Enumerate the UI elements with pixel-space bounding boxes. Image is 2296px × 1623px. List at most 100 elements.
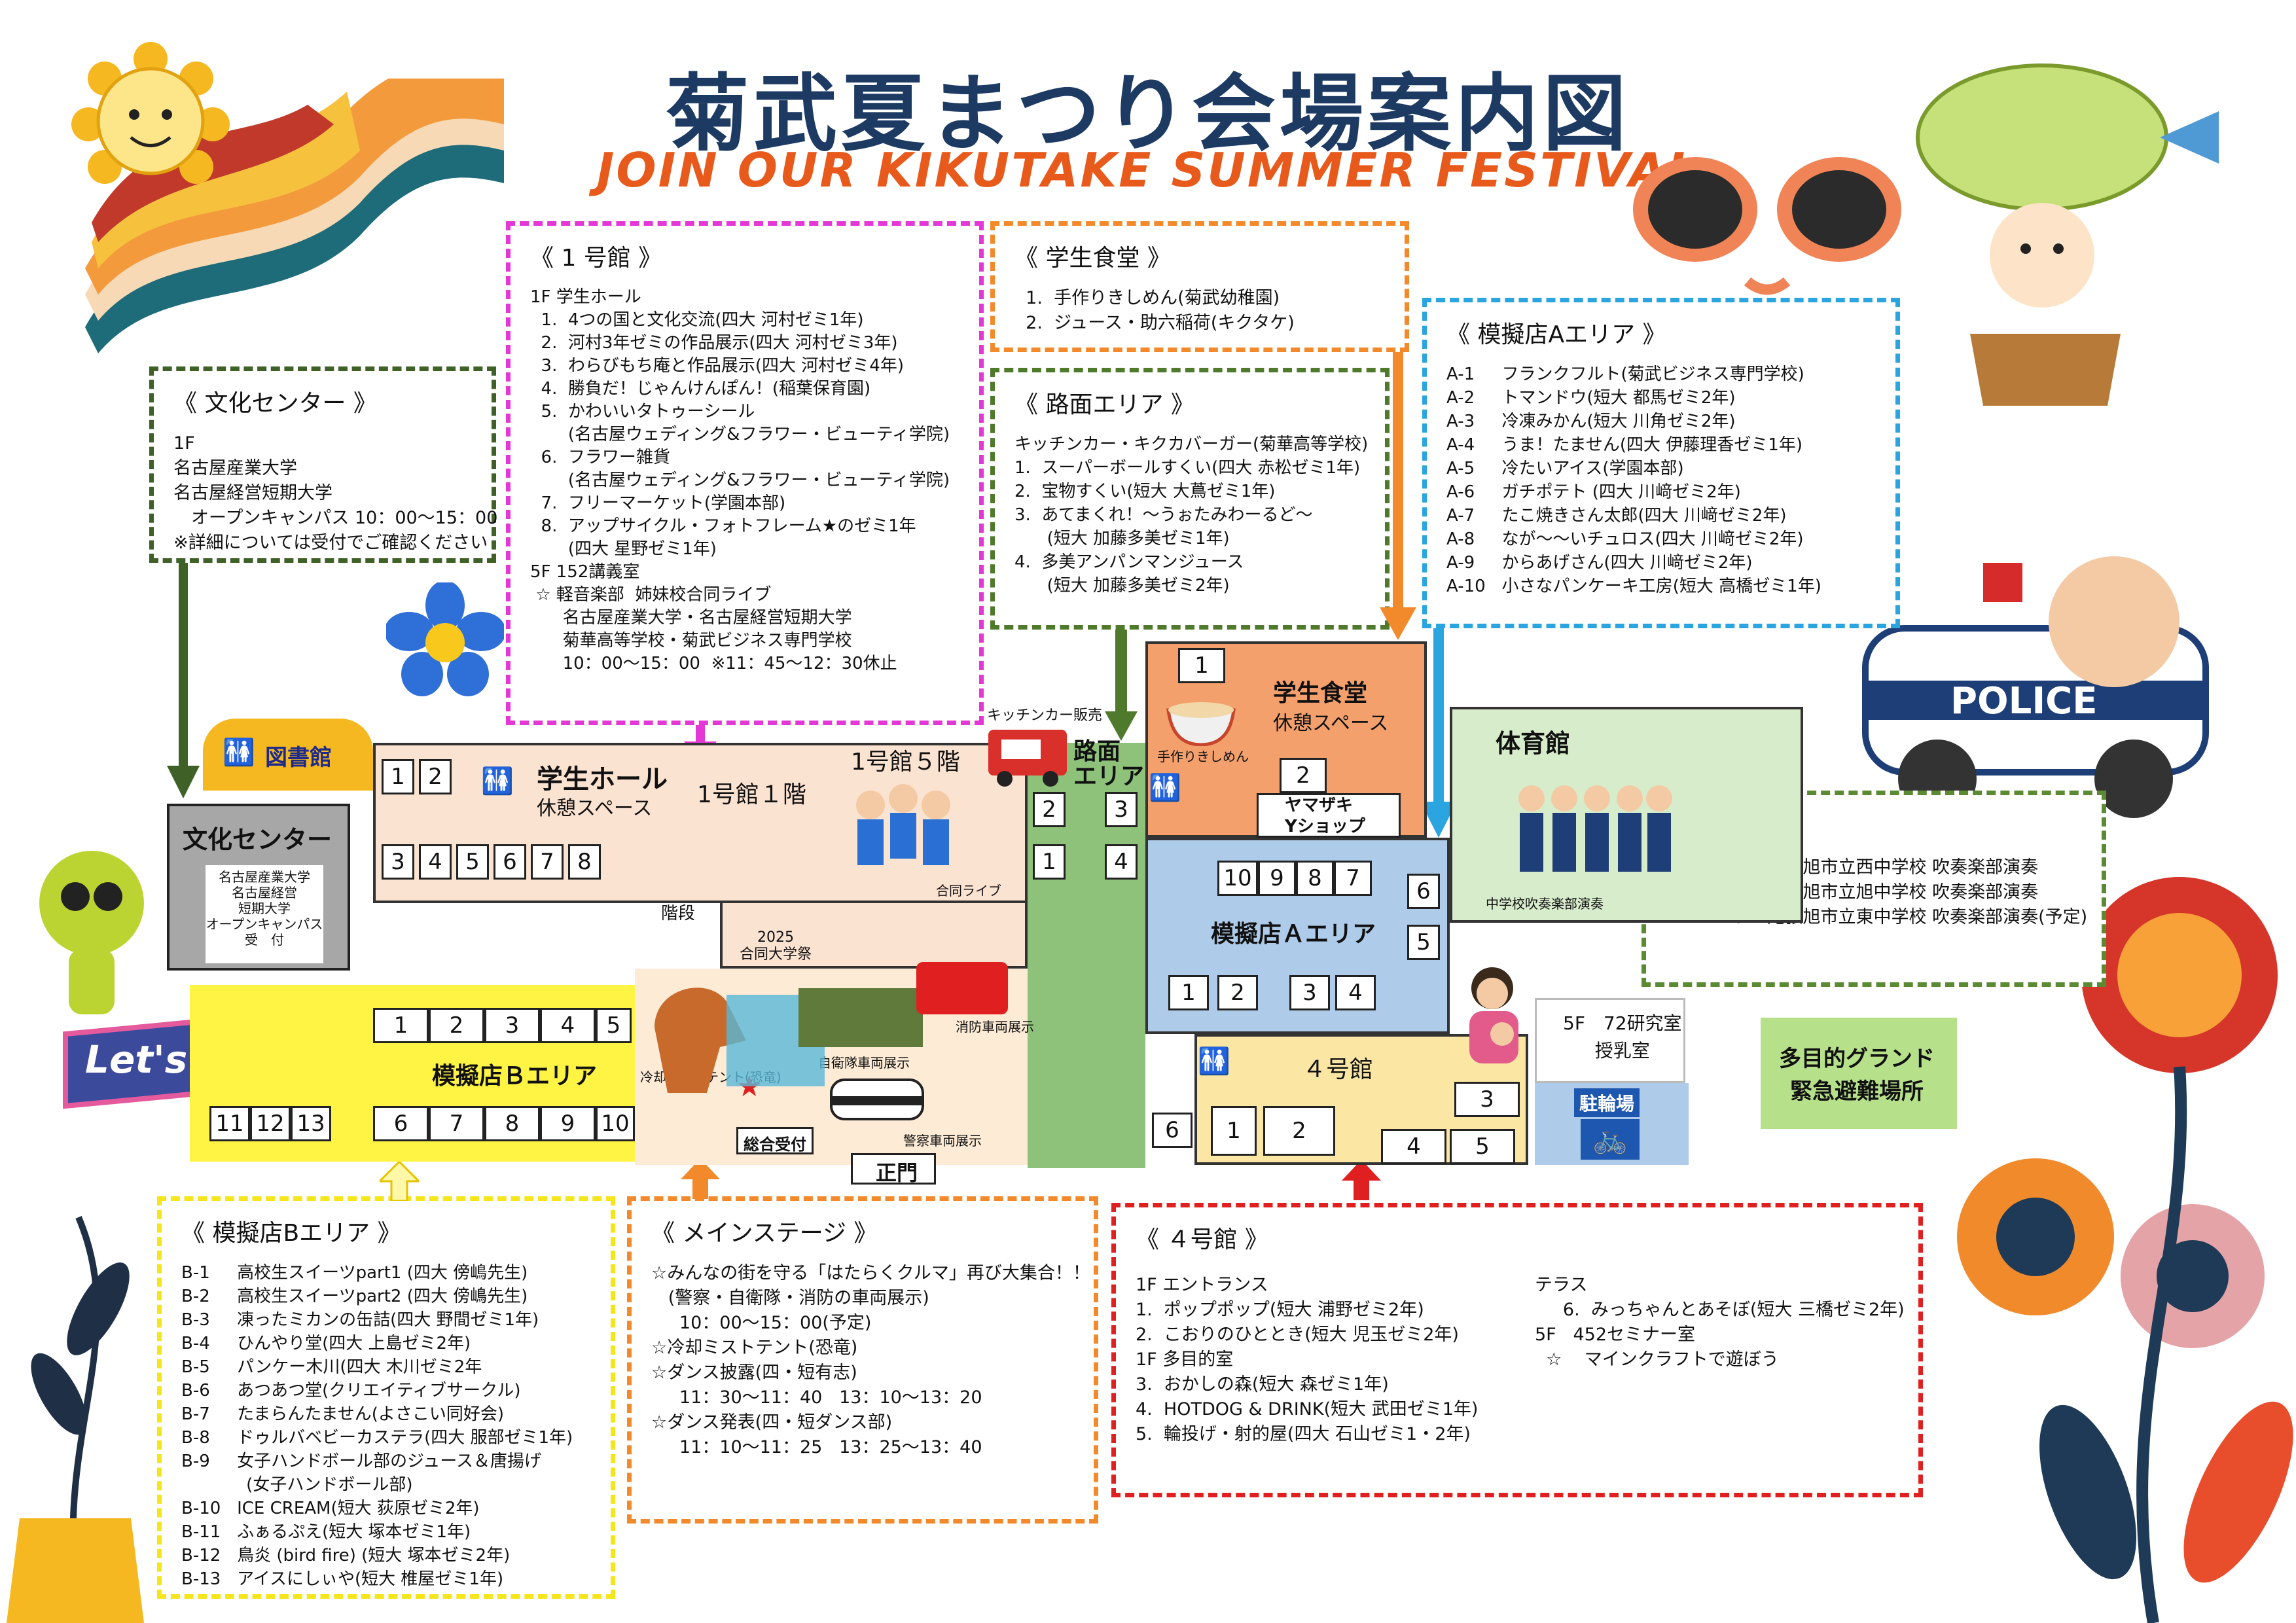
box-line: ☆みんなの街を守る「はたらくクルマ」再び大集合！！ <box>651 1263 1090 1283</box>
yamazaki-shop: ヤマザキ Yショップ <box>1257 793 1401 838</box>
sunflower-mascot-icon <box>71 42 230 184</box>
booth-a-1: 1 <box>1168 975 1209 1010</box>
box-line: B-7 たまらんたません(よさこい同好会) <box>181 1404 505 1424</box>
booth-4-1: 1 <box>1211 1106 1257 1156</box>
box-line: A-2 トマンドウ(短大 都馬ゼミ2年) <box>1446 388 1736 408</box>
box-heading: 《 学生食堂 》 <box>1014 245 1171 272</box>
booth-b-7: 7 <box>429 1106 484 1141</box>
booth-a-5: 5 <box>1407 925 1440 960</box>
box-line: 5F 152講義室 <box>530 562 640 582</box>
booth-1-4: 4 <box>419 844 452 880</box>
vehicles-illustration <box>655 962 1008 1120</box>
booth-a-2: 2 <box>1217 975 1258 1010</box>
library-label: 図書館 <box>265 745 332 771</box>
fire-vehicle-label: 消防車両展示 <box>956 1019 1034 1035</box>
box-heading: 《 路面エリア 》 <box>1014 391 1194 418</box>
box-line: 3. わらびもち庵と作品展示(四大 河村ゼミ4年) <box>530 356 904 376</box>
alien-mascot-icon <box>39 851 144 1014</box>
building-4-label: ４号館 <box>1302 1056 1374 1083</box>
box-line: 10：00～15：00 ※11：45～12：30休止 <box>530 654 897 673</box>
box-line: 11：30～11：40 13：10～13：20 <box>651 1387 982 1408</box>
box-line: オープンキャンパス 10：00～15：00 <box>173 508 498 528</box>
booth-b-9: 9 <box>540 1106 596 1141</box>
noodle-bowl-icon <box>1166 702 1236 746</box>
area-b-label: 模擬店Ｂエリア <box>432 1063 598 1090</box>
booth-1-5: 5 <box>456 844 489 880</box>
police-sign-text: POLICE <box>1950 680 2098 722</box>
yamazaki-label: ヤマザキ Yショップ <box>1285 796 1365 836</box>
box-line: B-11 ふぁるぷえ(短大 塚本ゼミ1年) <box>181 1522 471 1542</box>
area-a-label: 模擬店Ａエリア <box>1211 921 1376 948</box>
arrow-down-icon <box>1420 628 1457 838</box>
bldg4-right-column: テラス 6. みっちゃんとあそぼ(短大 三橋ゼミ2年) 5F 452セミナー室 … <box>1535 1273 1905 1372</box>
box-line: 2. 河村3年ゼミの作品展示(四大 河村ゼミ3年) <box>530 333 898 353</box>
box-line: ☆ダンス発表(四・短ダンス部) <box>651 1412 893 1433</box>
box-line: 8. アップサイクル・フォトフレーム★のゼミ1年 <box>530 516 916 536</box>
box-road-area: 《 路面エリア 》 キッチンカー・キクカバーガー(菊華高等学校) 1. スーパー… <box>990 368 1390 630</box>
sdf-vehicle-label: 自衛隊車両展示 <box>818 1055 910 1071</box>
box-line: 2. 宝物すくい(短大 大蔦ゼミ1年) <box>1014 482 1276 501</box>
kitchen-car-icon <box>988 730 1067 787</box>
culture-sub-line: 名古屋経営 <box>232 885 297 901</box>
nursing-room: 5F 72研究室 授乳室 <box>1535 998 1685 1083</box>
booth-a-10: 10 <box>1217 861 1258 896</box>
box-line: (女子ハンドボール部) <box>181 1475 413 1495</box>
box-line: ☆冷却ミストテント(恐竜) <box>651 1338 858 1358</box>
stairs-label: 階段 <box>661 904 696 923</box>
booth-road-3: 3 <box>1105 792 1138 827</box>
box-line: B-12 鳥炎 (bird fire) (短大 塚本ゼミ2年) <box>181 1546 511 1565</box>
booth-cafe-2: 2 <box>1280 758 1327 793</box>
booth-4-2: 2 <box>1263 1106 1335 1156</box>
box-building-4: 《 ４号館 》 1F エントランス 1. ポップポップ(短大 浦野ゼミ2年) 2… <box>1111 1203 1923 1497</box>
box-line: キッチンカー・キクカバーガー(菊華高等学校) <box>1014 435 1369 454</box>
box-line: 2. ジュース・助六稲荷(キクタケ) <box>1014 313 1295 333</box>
flowers-decoration <box>1957 877 2293 1623</box>
map-library: 図書館 🚻 <box>203 719 373 791</box>
box-line: 1. 手作りきしめん(菊武幼稚園) <box>1014 288 1280 308</box>
box-line: 3. おかしの森(短大 森ゼミ1年) <box>1136 1374 1389 1395</box>
arrow-down-icon <box>1380 352 1416 640</box>
box-line: (警察・自衛隊・消防の車両展示) <box>651 1288 929 1308</box>
multi-ground: 多目的グランド 緊急避難場所 <box>1761 1018 1957 1129</box>
booth-1-6: 6 <box>493 844 526 880</box>
box-line: 4. 勝負だ！じゃんけんぽん！(稲葉保育園) <box>530 379 871 399</box>
culture-center-label: 文化センター <box>183 825 332 854</box>
hall-rest-label: 休憩スペース <box>537 797 653 820</box>
booth-b-12: 12 <box>250 1106 291 1141</box>
box-line: 1F エントランス <box>1136 1275 1268 1295</box>
box-line: B-8 ドゥルバベビーカステラ(四大 服部ゼミ1年) <box>181 1428 573 1448</box>
box-line: ☆ マインクラフトで遊ぼう <box>1535 1349 1779 1370</box>
box-line: 菊華高等学校・菊武ビジネス専門学校 <box>530 631 852 651</box>
vase-plant-decoration <box>7 1216 144 1623</box>
police-car-icon: POLICE <box>1862 556 2209 818</box>
bicycle-icon: 🚲 <box>1581 1119 1640 1160</box>
box-heading: 《 文化センター 》 <box>173 390 377 417</box>
box-line: 名古屋経営短期大学 <box>173 483 332 503</box>
booth-b-2: 2 <box>429 1008 484 1043</box>
box-line: 1F <box>173 433 195 454</box>
box-line: (四大 星野ゼミ1年) <box>530 539 717 559</box>
booth-b-5: 5 <box>596 1008 632 1043</box>
box-line: A-6 ガチポテト (四大 川﨑ゼミ2年) <box>1446 482 1741 502</box>
box-line: A-8 なが～～いチュロス(四大 川﨑ゼミ2年) <box>1446 529 1804 549</box>
booth-4-4: 4 <box>1381 1129 1446 1164</box>
box-line: ☆ダンス披露(四・短有志) <box>651 1363 857 1383</box>
booth-a-9: 9 <box>1258 861 1296 896</box>
booth-a-4: 4 <box>1335 975 1376 1010</box>
booth-road-4: 4 <box>1105 844 1138 880</box>
box-line: 1. 4つの国と文化交流(四大 河村ゼミ1年) <box>530 310 864 330</box>
box-area-a: 《 模擬店Aエリア 》 A-1 フランクフルト(菊武ビジネス専門学校) A-2 … <box>1422 298 1900 628</box>
booth-b-3: 3 <box>484 1008 540 1043</box>
daigakusai-label: 2025 合同大学祭 <box>740 929 812 963</box>
kitchen-car-label: キッチンカー販売 <box>987 707 1103 724</box>
bldg1-5f-label: 1号館５階 <box>851 749 960 776</box>
brass-band-icon <box>1518 785 1672 872</box>
box-line: (名古屋ウェディング&フラワー・ビューティ学院) <box>530 471 950 490</box>
map-building-1-lower <box>720 903 1028 969</box>
booth-a-7: 7 <box>1334 861 1372 896</box>
booth-a-6: 6 <box>1407 874 1440 909</box>
box-line: ☆ 軽音楽部 姉妹校合同ライブ <box>530 585 772 605</box>
box-heading: 《 模擬店Bエリア 》 <box>181 1220 401 1247</box>
booth-1-1: 1 <box>382 759 414 794</box>
culture-reception-sign: 名古屋産業大学 名古屋経営 短期大学 オープンキャンパス 受 付 <box>206 865 323 963</box>
